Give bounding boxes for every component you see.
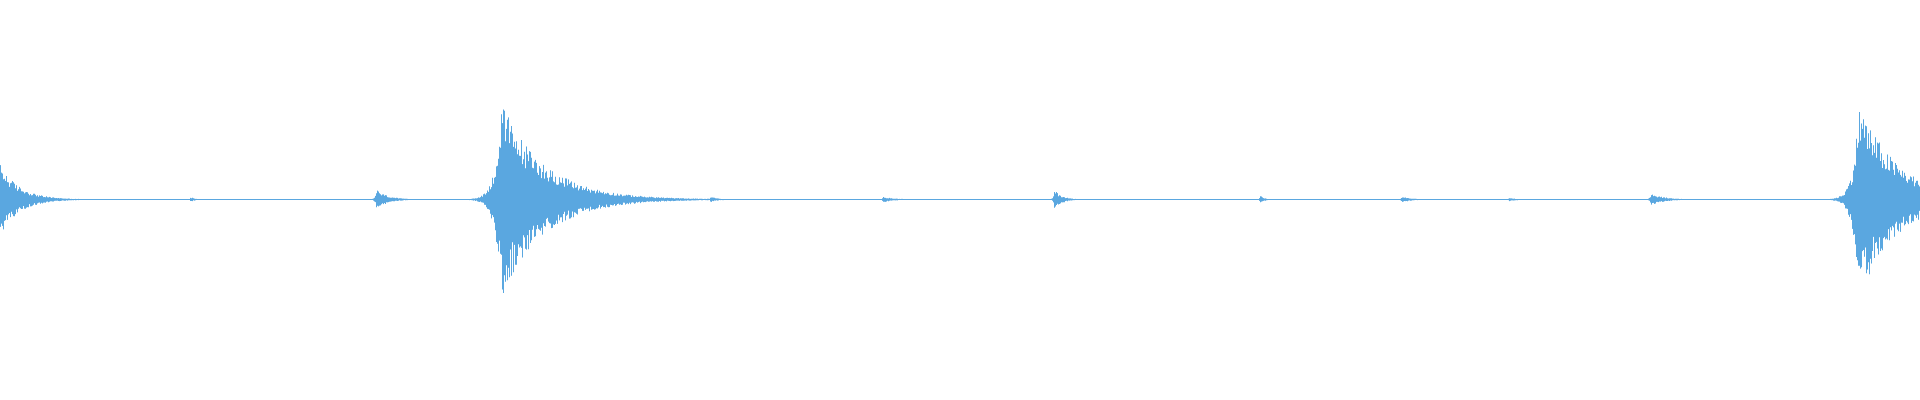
waveform-trace [0,109,1920,293]
